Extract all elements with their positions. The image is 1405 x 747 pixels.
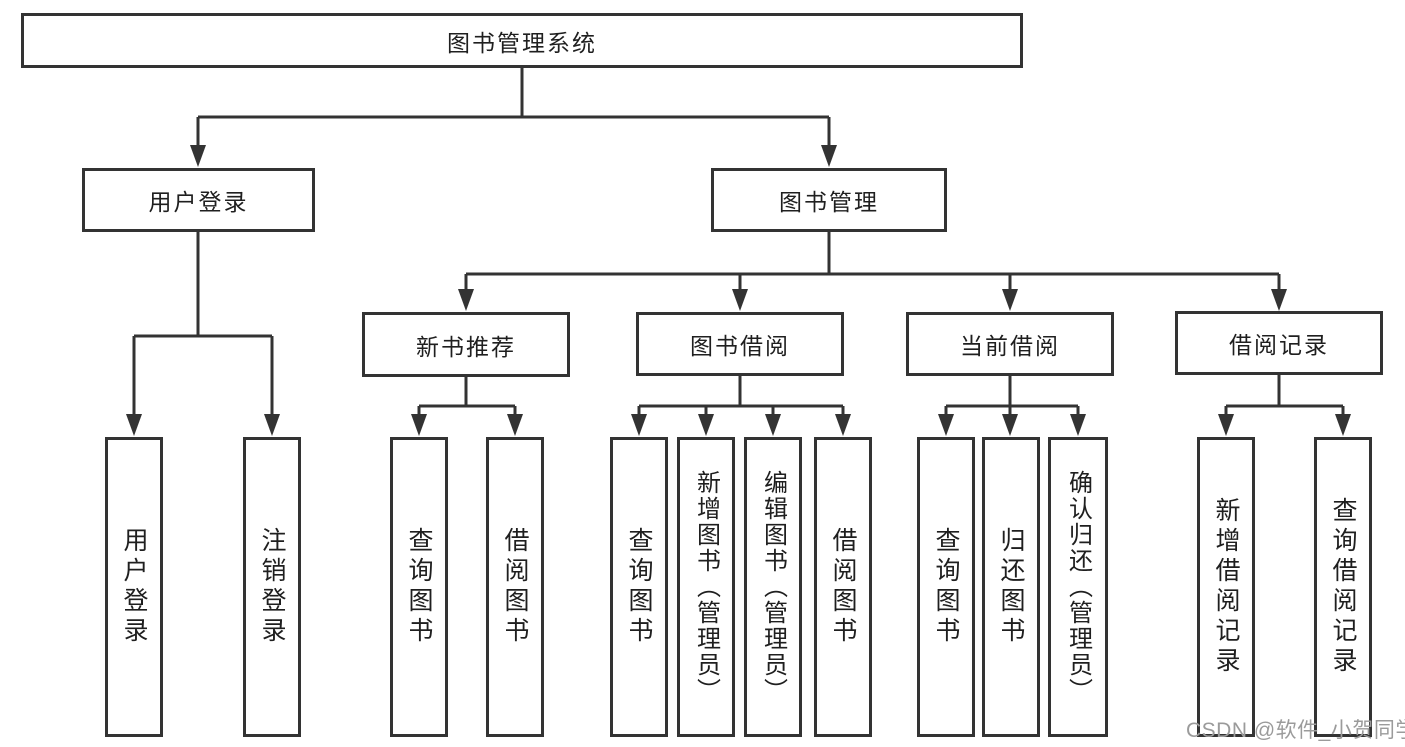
node-current-borrowing: 当前借阅 [906,312,1114,376]
node-user-login: 用户登录 [82,168,315,232]
node-library-management-system: 图书管理系统 [21,13,1023,68]
connector-current-borrow-to-leaves [938,376,1086,436]
connector-root-to-level2 [190,68,837,167]
leaf-add-books-admin: 新增图书（管理员） [677,437,735,737]
leaf-logout: 注销登录 [243,437,301,737]
leaf-return-books: 归还图书 [982,437,1040,737]
leaf-confirm-return-admin: 确认归还（管理员） [1048,437,1108,737]
connector-book-borrow-to-leaves [631,376,851,436]
leaf-edit-books-admin: 编辑图书（管理员） [744,437,802,737]
leaf-query-books-current: 查询图书 [917,437,975,737]
connector-book-mgmt-to-level3 [458,232,1287,311]
leaf-query-books-borrow: 查询图书 [610,437,668,737]
connector-borrow-records-to-leaves [1218,375,1351,436]
connector-user-login-to-leaves [126,232,280,436]
leaf-query-books-recommend: 查询图书 [390,437,448,737]
connector-new-book-rec-to-leaves [411,377,523,436]
csdn-watermark: CSDN @软件_小贺同学 [1186,719,1405,742]
node-book-management: 图书管理 [711,168,947,232]
node-book-borrowing: 图书借阅 [636,312,844,376]
leaf-add-borrow-record: 新增借阅记录 [1197,437,1255,737]
leaf-borrow-books: 借阅图书 [814,437,872,737]
node-new-book-recommendation: 新书推荐 [362,312,570,377]
node-borrowing-records: 借阅记录 [1175,311,1383,375]
leaf-query-borrow-record: 查询借阅记录 [1314,437,1372,737]
leaf-borrow-books-recommend: 借阅图书 [486,437,544,737]
leaf-user-login: 用户登录 [105,437,163,737]
